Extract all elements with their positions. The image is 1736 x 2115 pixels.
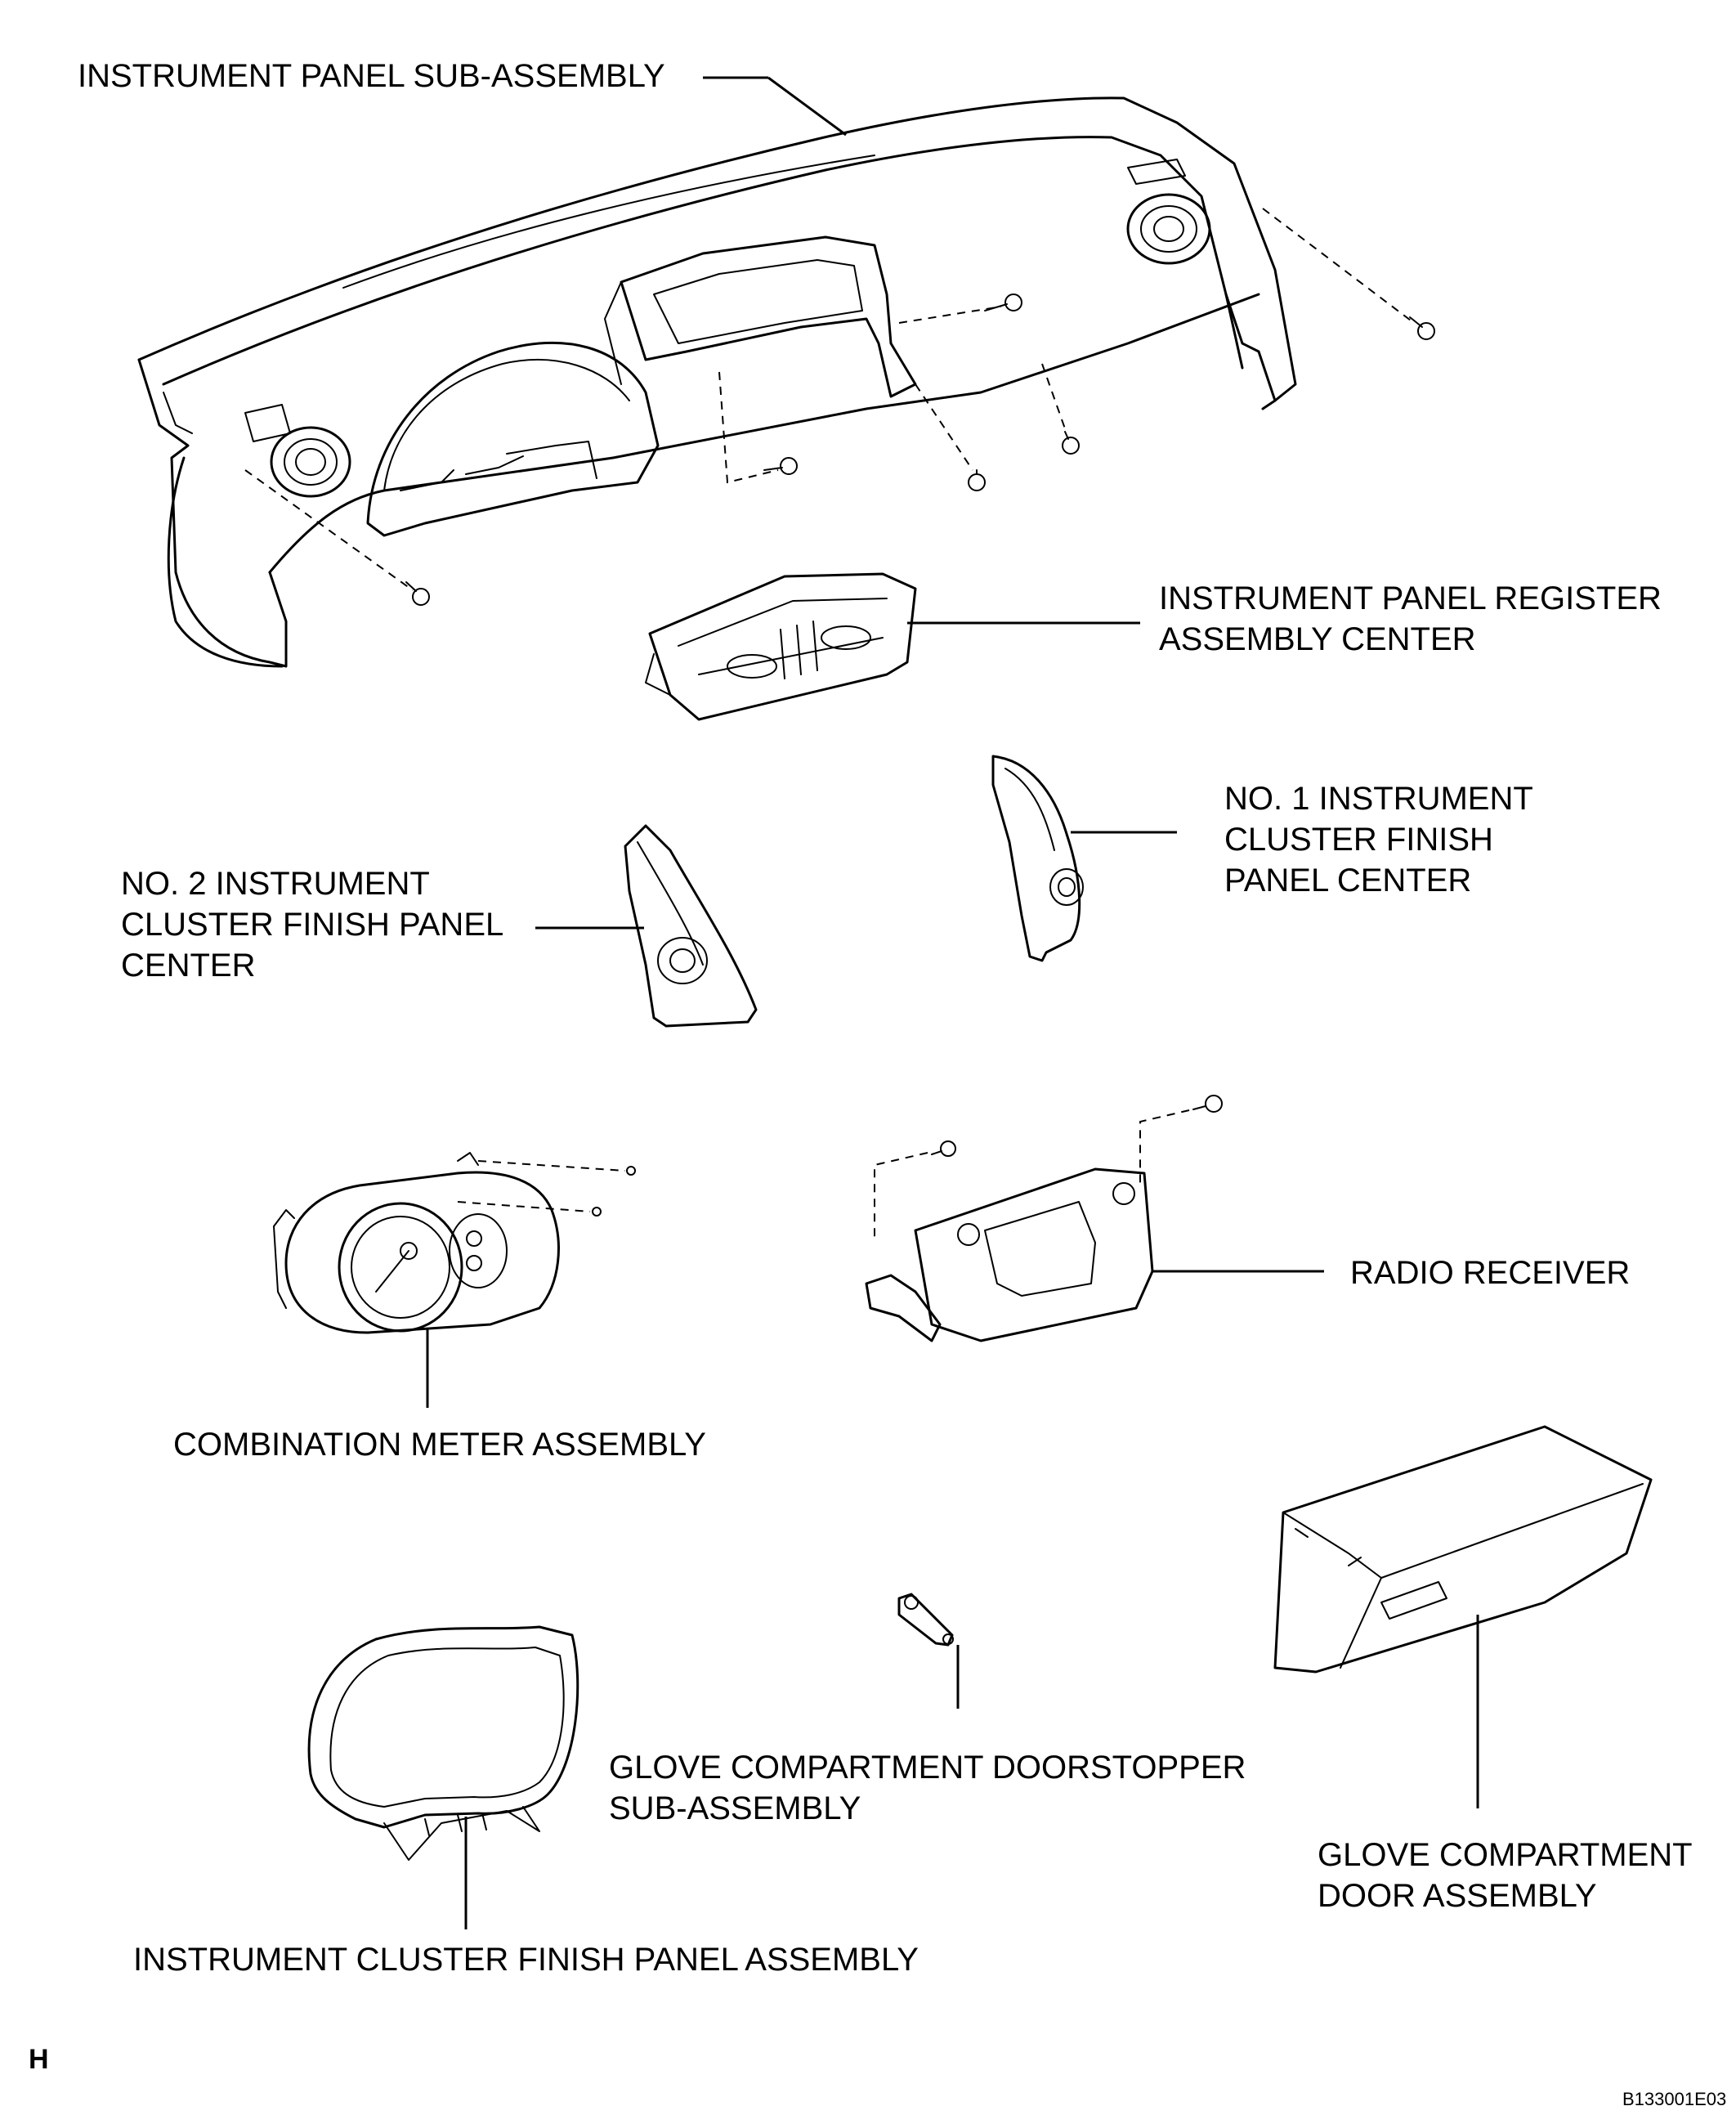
corner-mark: H [29, 2044, 49, 2075]
label-no2-cluster-line1: NO. 2 INSTRUMENT [121, 866, 430, 902]
figure-code: B133001E03 [1622, 2089, 1726, 2109]
label-register-center-line2: ASSEMBLY CENTER [1159, 621, 1476, 657]
label-no1-cluster-line3: PANEL CENTER [1224, 863, 1471, 898]
leader-lines [426, 76, 1479, 1929]
no2-cluster-finish-drawing [624, 824, 758, 1028]
instrument-panel-drawing [137, 96, 1435, 668]
label-no2-cluster-line3: CENTER [121, 948, 255, 984]
label-cluster-finish-assembly: INSTRUMENT CLUSTER FINISH PANEL ASSEMBLY [133, 1942, 919, 1978]
label-doorstopper-line2: SUB-ASSEMBLY [609, 1790, 861, 1826]
label-radio-receiver: RADIO RECEIVER [1350, 1255, 1630, 1291]
no1-cluster-finish-drawing [991, 755, 1084, 962]
label-doorstopper-line1: GLOVE COMPARTMENT DOORSTOPPER [609, 1750, 1246, 1786]
label-glove-door-line2: DOOR ASSEMBLY [1318, 1878, 1597, 1914]
label-instrument-panel: INSTRUMENT PANEL SUB-ASSEMBLY [78, 58, 665, 94]
register-center-drawing [645, 572, 917, 721]
glove-door-drawing [1273, 1425, 1653, 1674]
label-combination-meter: COMBINATION METER ASSEMBLY [173, 1427, 706, 1463]
label-no2-cluster-line2: CLUSTER FINISH PANEL [121, 907, 503, 943]
label-register-center-line1: INSTRUMENT PANEL REGISTER [1159, 580, 1662, 616]
radio-receiver-drawing [865, 1095, 1223, 1342]
label-glove-door-line1: GLOVE COMPARTMENT [1318, 1837, 1693, 1873]
cluster-finish-assembly-drawing [307, 1625, 579, 1861]
label-no1-cluster-line2: CLUSTER FINISH [1224, 822, 1493, 858]
label-no1-cluster-line1: NO. 1 INSTRUMENT [1224, 781, 1533, 817]
doorstopper-drawing [897, 1593, 954, 1647]
combination-meter-drawing [273, 1152, 636, 1334]
